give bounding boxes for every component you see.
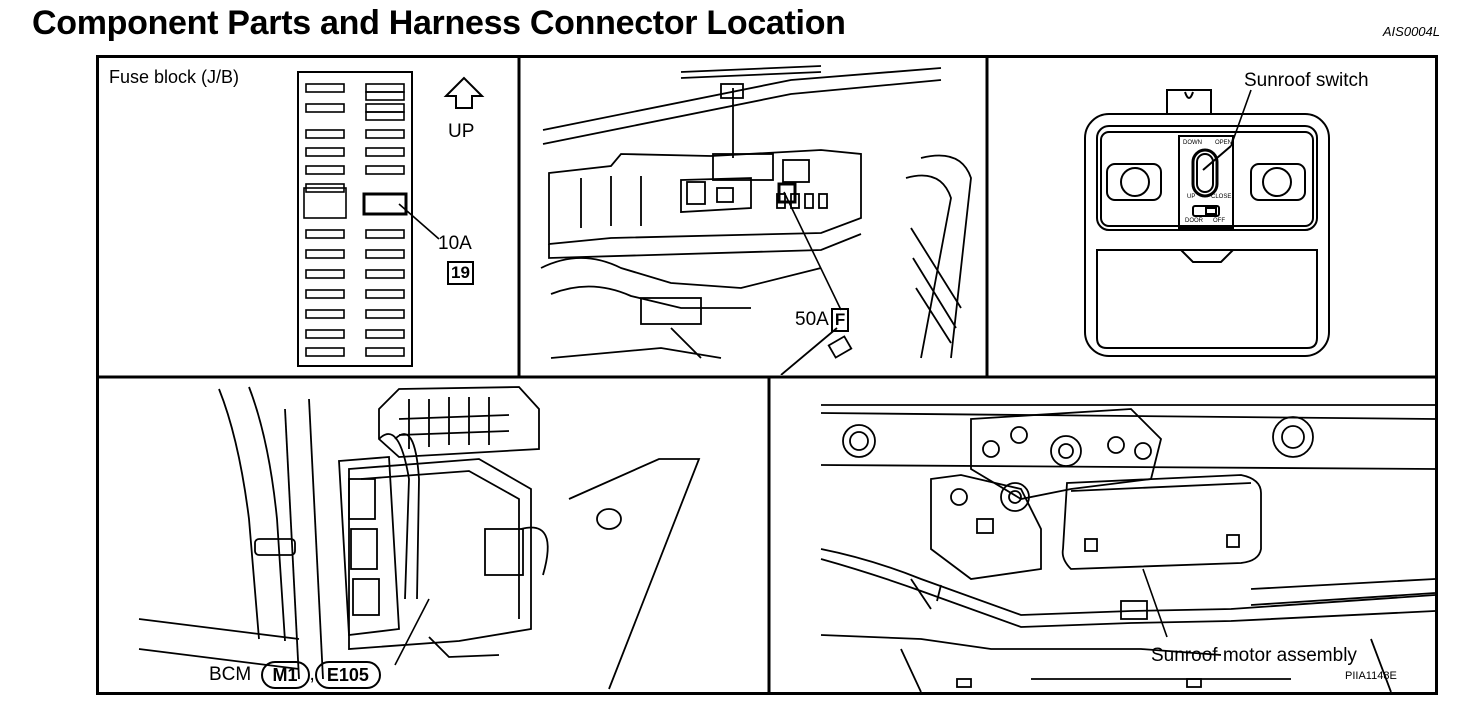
switch-mark-down: DOWN [1183,140,1202,146]
panel-sunroof-switch: Sunroof switch [989,58,1435,375]
fuse-block-diagram [297,71,485,367]
figure-code-top: AIS0004L [1382,24,1440,39]
switch-mark-up: UP [1187,194,1196,200]
sunroof-switch-label: Sunroof switch [1244,70,1369,91]
page-title: Component Parts and Harness Connector Lo… [32,4,846,42]
bcm-label: BCM [209,664,252,686]
figure-code-bottom: PIIA1148E [1345,670,1397,682]
fusible-link-illustration [540,65,972,375]
panel-bcm: BCM M1,E105 [99,379,767,692]
bcm-illustration [138,386,701,690]
fuse-block-title: Fuse block (J/B) [109,67,240,87]
fusible-link-letter-badge: F [830,308,850,332]
switch-mark-open: OPEN [1215,140,1233,146]
fuse-rating-10a: 10A [438,233,472,254]
panel-dividers [99,58,1435,692]
bcm-connector-m1: M1 [260,661,310,689]
bcm-connector-e105: E105 [314,661,381,689]
sunroof-motor-label: Sunroof motor assembly [1151,645,1357,666]
panel-sunroof-motor: Sunroof motor assembly PIIA1148E [771,379,1435,692]
panel-fuse-block: Fuse block (J/B) [99,58,517,375]
sunroof-motor-illustration [820,404,1435,692]
switch-mark-door: DOOR [1185,218,1203,224]
switch-mark-off: OFF [1213,218,1225,224]
up-direction-label: UP [448,121,475,142]
figure-frame: Fuse block (J/B) [96,55,1438,695]
map-lamp-console-illustration [1084,89,1330,357]
switch-mark-close: CLOSE [1211,194,1232,200]
bcm-connector-separator: , [309,664,315,686]
fuse-number-badge: 19 [447,261,474,285]
fusible-link-rating: 50A [795,309,829,331]
